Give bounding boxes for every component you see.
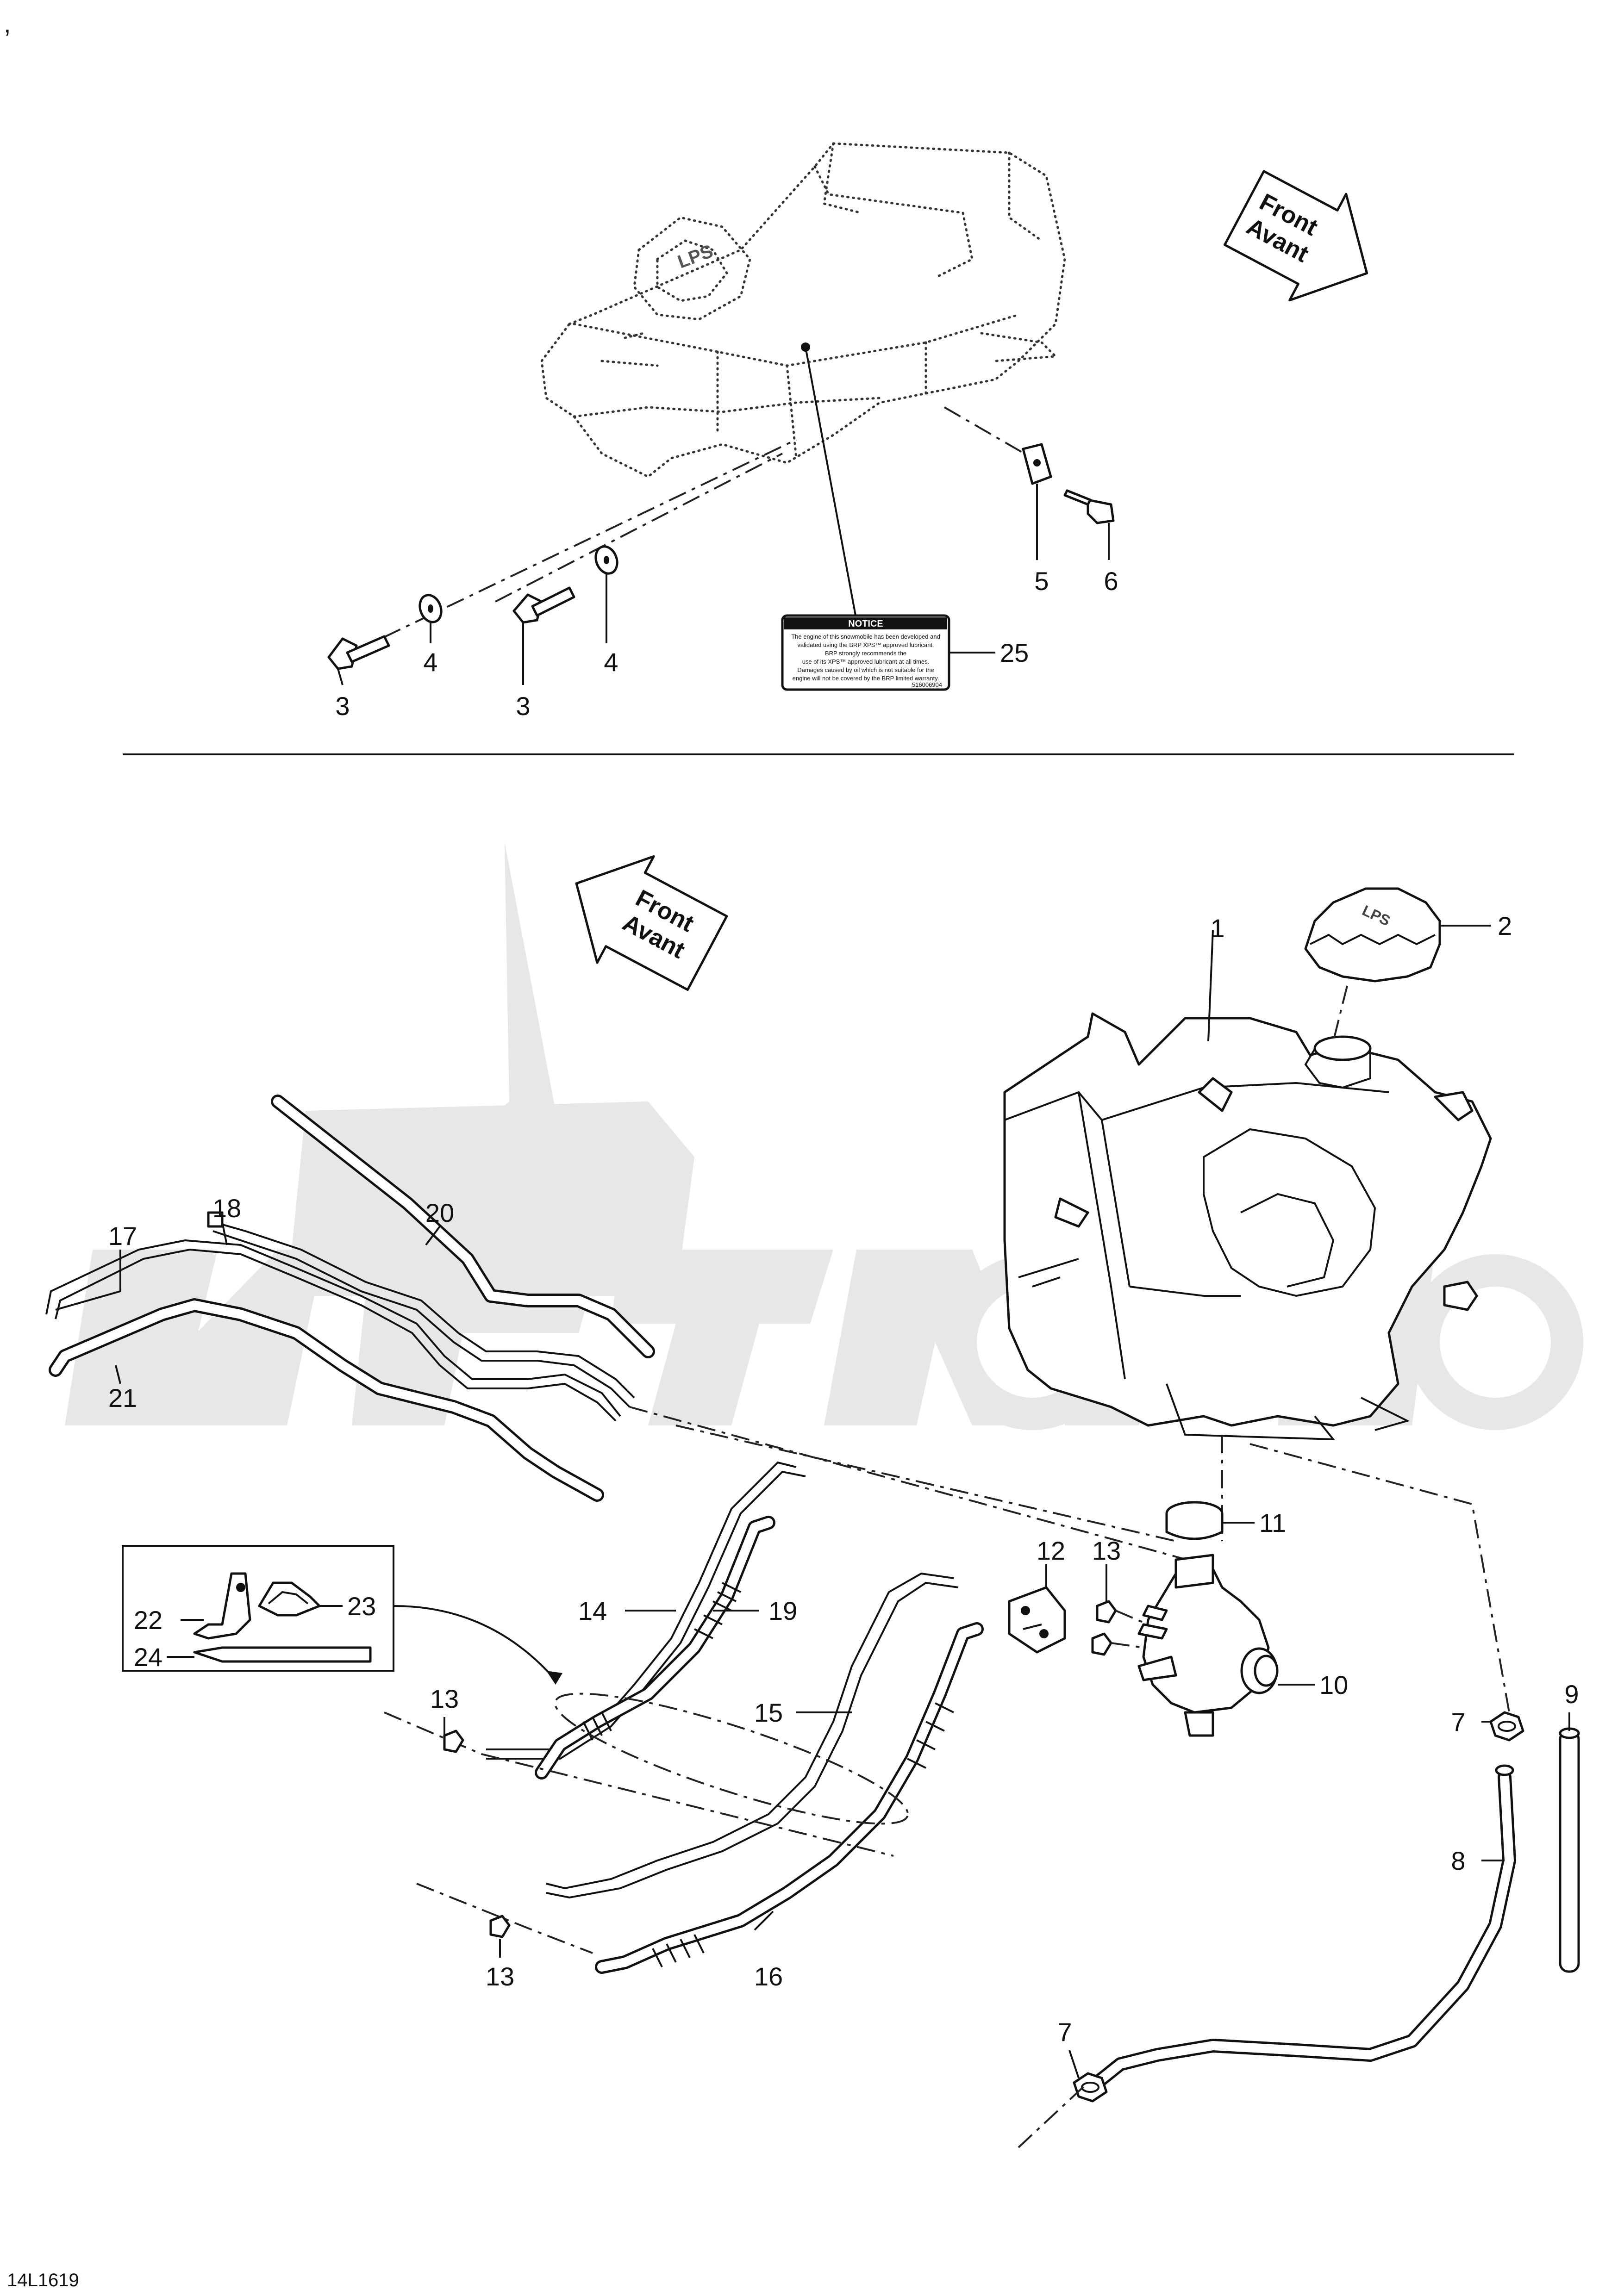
callout-19: 20 bbox=[425, 1198, 454, 1227]
notice-heading: NOTICE bbox=[848, 619, 883, 629]
callout-25: 24 bbox=[134, 1643, 162, 1672]
hose-8 bbox=[1090, 1770, 1516, 2090]
callout-6: 6 bbox=[1104, 566, 1118, 596]
callout-3-left: 3 bbox=[335, 691, 350, 721]
callout-13-hose-15: 13 bbox=[486, 1962, 514, 1991]
part-5-clip-nut bbox=[1022, 443, 1052, 485]
notice-line-2: validated using the BRP XPS™ approved lu… bbox=[797, 641, 934, 648]
callout-24: 25 bbox=[1000, 638, 1029, 667]
callout-3-center: 3 bbox=[516, 691, 530, 721]
callout-21: 16 bbox=[754, 1962, 783, 1991]
callout-23: 23 bbox=[347, 1592, 376, 1621]
callout-17: 18 bbox=[212, 1194, 241, 1223]
notice-part-code: 516006904 bbox=[912, 681, 942, 688]
callout-18: 19 bbox=[768, 1596, 797, 1625]
part-4-washer-center bbox=[594, 545, 618, 575]
drawing-code: 14L1619 bbox=[7, 2270, 79, 2290]
callout-8: 8 bbox=[1451, 1846, 1465, 1875]
callout-22: 22 bbox=[134, 1605, 162, 1635]
part-13-nut-lower bbox=[1091, 1632, 1112, 1656]
notice-line-4: use of its XPS™ approved lubricant at al… bbox=[802, 658, 930, 665]
callout-2: 2 bbox=[1498, 911, 1512, 940]
hose-15 bbox=[546, 1572, 959, 1899]
hose-19 bbox=[271, 1095, 655, 1358]
hose-20 bbox=[49, 1298, 604, 1502]
part-3-bolt-center bbox=[512, 586, 575, 624]
tank-cap-logo-text: LPS bbox=[675, 241, 716, 273]
part-25-strip bbox=[193, 1646, 372, 1663]
watermark-logo bbox=[65, 842, 1583, 1430]
callout-13-hose-14: 13 bbox=[430, 1684, 459, 1713]
hose-14 bbox=[486, 1461, 806, 1760]
callout-5: 5 bbox=[1034, 566, 1049, 596]
notice-line-1: The engine of this snowmobile has been d… bbox=[791, 633, 940, 640]
oil-tank-installed-view: LPS bbox=[540, 142, 1066, 478]
callout-10: 10 bbox=[1319, 1670, 1348, 1699]
hose-16 bbox=[45, 1239, 621, 1422]
part-24-notice-label: NOTICE The engine of this snowmobile has… bbox=[781, 614, 950, 691]
part-6-screw bbox=[1063, 489, 1115, 524]
callout-1: 1 bbox=[1210, 914, 1224, 943]
part-12-flange bbox=[1008, 1586, 1066, 1654]
callout-16: 17 bbox=[108, 1221, 137, 1251]
callout-14: 14 bbox=[578, 1596, 607, 1625]
part-4-washer-left bbox=[418, 594, 443, 623]
notice-line-3: BRP strongly recommends the bbox=[825, 650, 906, 657]
callout-4-center: 4 bbox=[604, 647, 618, 677]
part-22-bracket bbox=[193, 1572, 251, 1640]
notice-line-5: Damages caused by oil which is not suita… bbox=[797, 666, 934, 673]
callout-9: 9 bbox=[1564, 1680, 1579, 1709]
hose-21 bbox=[595, 1622, 984, 1974]
hose-18 bbox=[535, 1516, 775, 1780]
part-11-clamp bbox=[1165, 1501, 1224, 1540]
front-direction-arrow-bottom: Front Avant bbox=[575, 855, 728, 991]
hose-9 bbox=[1559, 1727, 1580, 1973]
notice-line-6: engine will not be covered by the BRP li… bbox=[793, 675, 939, 682]
callout-12: 12 bbox=[1037, 1536, 1065, 1565]
callout-7-lower: 7 bbox=[1057, 2017, 1072, 2047]
part-7-clamp-upper bbox=[1489, 1711, 1524, 1742]
part-1-oil-tank bbox=[1003, 1012, 1492, 1441]
callout-13-pump: 13 bbox=[1092, 1536, 1121, 1565]
callout-4-left: 4 bbox=[423, 647, 437, 677]
hose-17 bbox=[207, 1211, 635, 1408]
part-13-nut-hose-15 bbox=[489, 1915, 511, 1938]
part-2-oil-cap: LPS bbox=[1304, 887, 1441, 983]
callout-20: 21 bbox=[108, 1383, 137, 1412]
corner-mark: , bbox=[4, 9, 11, 38]
callout-15: 15 bbox=[754, 1698, 783, 1727]
callout-11: 11 bbox=[1259, 1508, 1286, 1537]
inset-box bbox=[122, 1545, 394, 1672]
part-10-oil-pump bbox=[1137, 1554, 1279, 1737]
part-13-nut-hose-14 bbox=[443, 1730, 464, 1753]
part-13-nut-upper bbox=[1096, 1600, 1117, 1624]
part-3-bolt-left bbox=[327, 635, 390, 670]
part-23-clip bbox=[258, 1581, 321, 1617]
front-direction-arrow-top: Front Avant bbox=[1223, 170, 1368, 302]
callout-7-upper: 7 bbox=[1451, 1707, 1465, 1736]
